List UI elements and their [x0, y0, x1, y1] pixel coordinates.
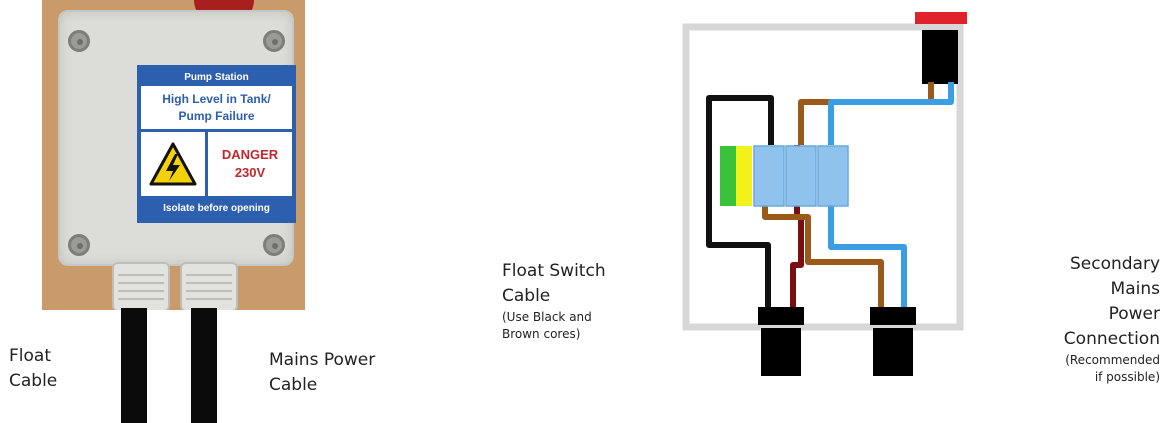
float-switch-label-line1: Float Switch: [502, 261, 606, 281]
terminal-block-2: [785, 145, 817, 207]
terminal-block-1: [753, 145, 785, 207]
brown-wire-beacon: [798, 82, 934, 145]
screw-icon: [68, 30, 90, 52]
warning-sticker: Pump Station High Level in Tank/ Pump Fa…: [137, 65, 296, 223]
sticker-footer: Isolate before opening: [141, 199, 292, 219]
float-switch-gland: [758, 307, 804, 325]
terminal-block-3: [817, 145, 849, 207]
float-switch-label-line2: Cable: [502, 286, 551, 306]
secondary-note-line2: if possible): [1094, 370, 1160, 384]
high-voltage-warning-icon: [141, 132, 208, 196]
earth-terminal-green: [720, 146, 736, 206]
screw-icon: [263, 30, 285, 52]
secondary-label-line4: Connection: [1063, 329, 1160, 349]
mains-cable-label-line2: Cable: [269, 375, 318, 395]
float-switch-cable-end: [761, 328, 801, 376]
brown-wire-secondary: [762, 175, 884, 310]
mains-cable-label: Mains Power Cable: [269, 348, 375, 398]
danger-text: DANGER 230V: [208, 132, 292, 196]
float-switch-label: Float Switch Cable (Use Black and Brown …: [502, 259, 606, 343]
float-switch-note-line2: Brown cores): [502, 327, 581, 341]
float-cable: [121, 308, 147, 423]
sticker-header: Pump Station: [141, 69, 292, 86]
danger-line1: DANGER: [221, 147, 279, 162]
cable-gland: [180, 262, 238, 310]
sticker-message: High Level in Tank/ Pump Failure: [141, 86, 292, 132]
pump-station-photo: Pump Station High Level in Tank/ Pump Fa…: [42, 0, 305, 310]
secondary-mains-gland: [870, 307, 916, 325]
secondary-note-line1: (Recommended: [1065, 353, 1160, 367]
secondary-label-line1: Secondary: [1069, 254, 1160, 274]
secondary-label-line2: Mains: [1110, 279, 1160, 299]
danger-line2: 230V: [234, 165, 266, 180]
blue-wire-beacon: [828, 82, 954, 145]
wiring-diagram: [682, 12, 967, 376]
float-cable-label-line2: Cable: [9, 371, 58, 391]
screw-icon: [263, 234, 285, 256]
secondary-mains-label: Secondary Mains Power Connection (Recomm…: [1000, 252, 1160, 386]
mains-cable-label-line1: Mains Power: [269, 350, 376, 370]
screw-icon: [68, 234, 90, 256]
float-cable-label-line1: Float: [9, 346, 51, 366]
cable-gland: [112, 262, 170, 310]
earth-terminal-yellow: [736, 146, 752, 206]
float-cable-label: Float Cable: [9, 344, 57, 394]
enclosure-outline: [682, 23, 964, 331]
sticker-message-line2: Pump Failure: [178, 109, 255, 123]
mains-power-cable: [191, 308, 217, 423]
secondary-label-line3: Power: [1108, 304, 1160, 324]
sticker-message-line1: High Level in Tank/: [162, 92, 271, 106]
blue-wire-secondary: [828, 175, 907, 310]
float-switch-note-line1: (Use Black and: [502, 310, 592, 324]
black-wire: [706, 95, 774, 310]
beacon-connector: [922, 30, 958, 84]
beacon-indicator: [915, 12, 967, 24]
secondary-mains-cable-end: [873, 328, 913, 376]
